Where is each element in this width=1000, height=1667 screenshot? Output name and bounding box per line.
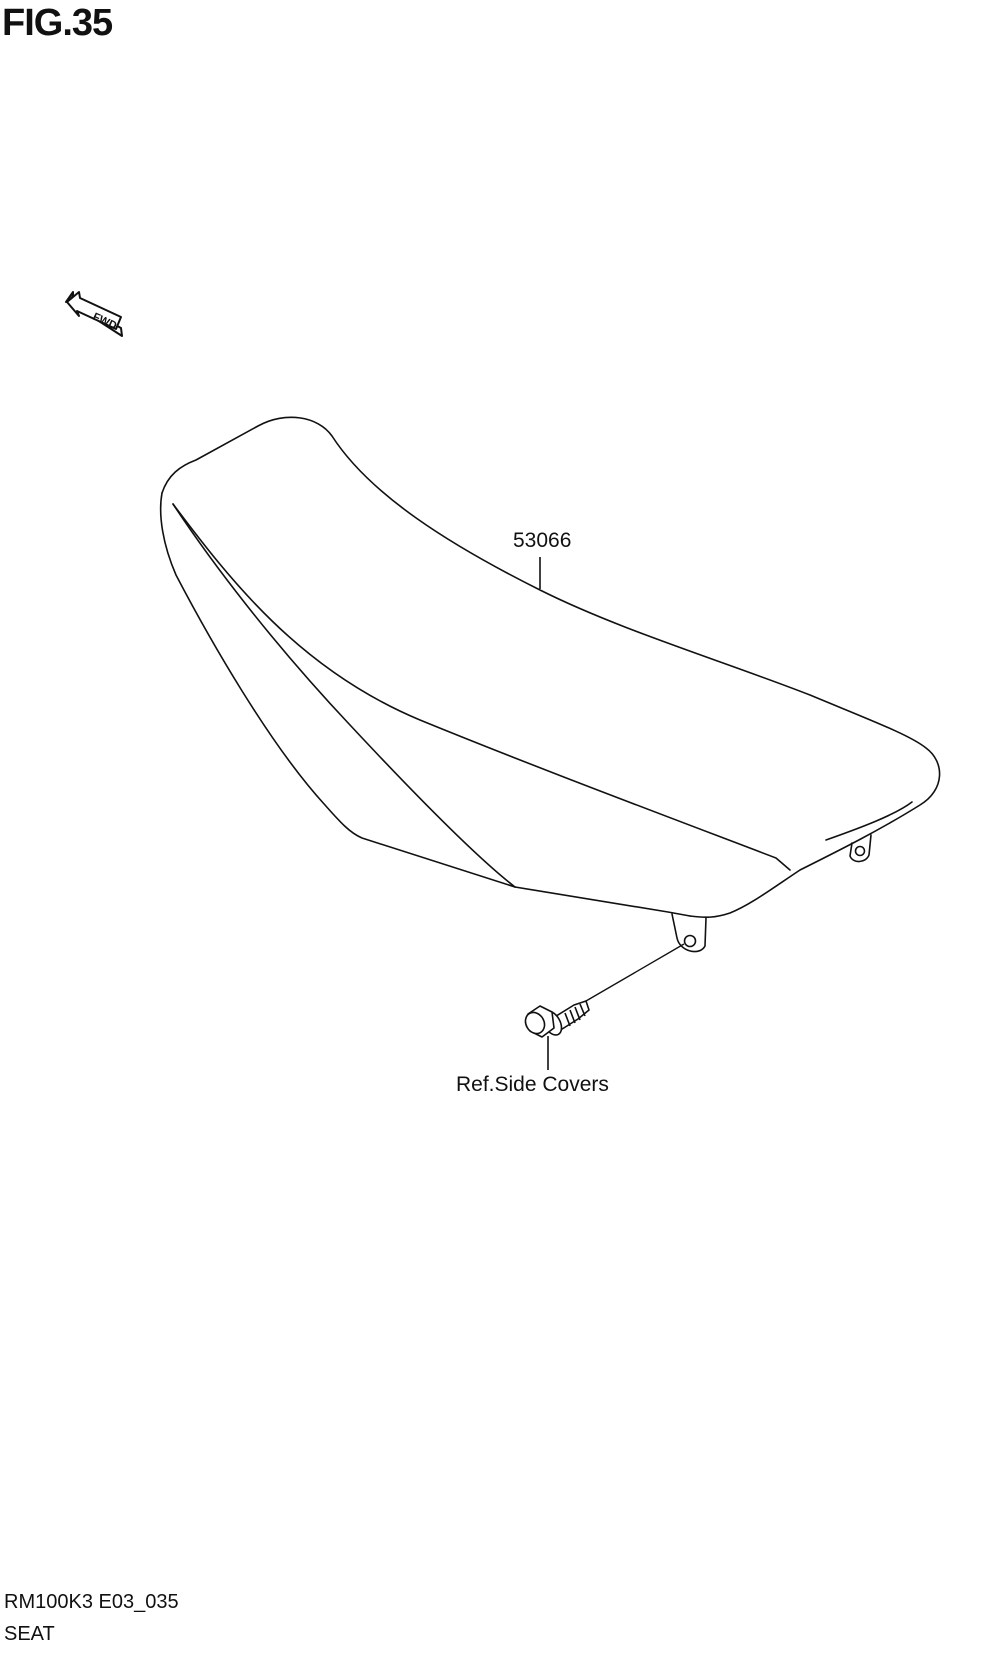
- fwd-arrow: FWD: [65, 291, 123, 337]
- figure-title: FIG.35: [2, 2, 113, 44]
- model-code: RM100K3 E03_035: [4, 1591, 179, 1613]
- section-name: SEAT: [4, 1623, 55, 1645]
- seat-part: [159, 416, 941, 953]
- bolt-reference-label: Ref.Side Covers: [456, 1073, 609, 1096]
- bolt-icon: [524, 1000, 590, 1038]
- forward-arrow-icon: [66, 291, 122, 330]
- seat-part-number: 53066: [513, 529, 572, 552]
- bolt-alignment-line: [585, 943, 685, 1002]
